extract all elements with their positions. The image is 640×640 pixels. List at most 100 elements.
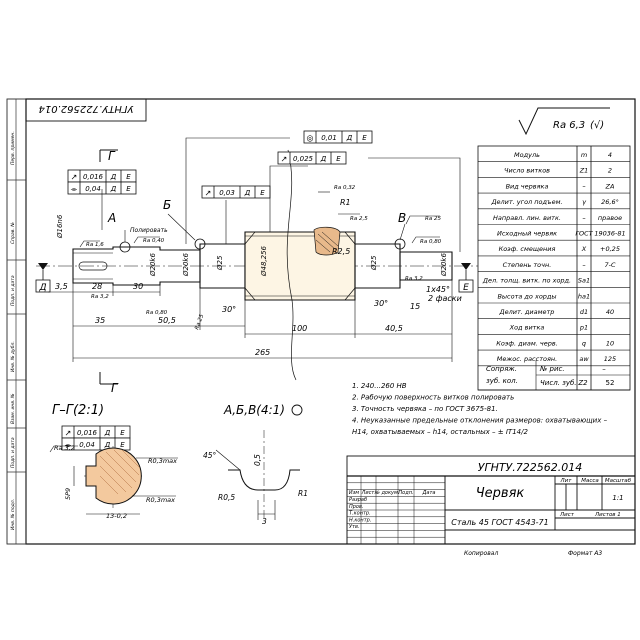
tolerance-value: 0,016 (83, 173, 104, 181)
tolerance-value: 0,04 (79, 441, 95, 449)
parameter-symbol: ГОСТ (575, 230, 593, 238)
technical-note: 2. Рабочую поверхность витков полировать (352, 394, 514, 402)
tolerance-base: Д (244, 189, 251, 197)
parameter-symbol: X (581, 245, 587, 253)
parameter-value: ZA (605, 182, 615, 190)
sec-13: 13-0,2 (106, 512, 127, 520)
parameter-name: Ход витка (509, 324, 545, 332)
parameter-name: Коэф. диам. черв. (496, 339, 557, 347)
dim-d20-2: Ø20k6 (182, 253, 190, 277)
dim-30: 30 (133, 282, 143, 291)
det-3: 3 (262, 517, 267, 526)
parameter-symbol: – (582, 261, 585, 269)
det-05: 0,5 (253, 454, 262, 466)
mating-block: Сопряж. зуб. кол. № рис. – Числ. зуб. Z2… (478, 360, 630, 391)
parameter-name: Высота до хорды (497, 292, 556, 300)
base-D: Д (35, 263, 51, 293)
parameter-name: Число витков (504, 167, 550, 175)
base-E: Е (458, 263, 474, 293)
title-block-header: Лист (361, 490, 376, 496)
svg-text:(√): (√) (590, 120, 604, 131)
parameter-symbol: Sa1 (578, 277, 590, 285)
svg-text:Z2: Z2 (577, 379, 588, 387)
tb-name: Червяк (476, 486, 525, 501)
parameter-name: Степень точн. (503, 261, 552, 269)
parameter-symbol: q (582, 339, 586, 347)
dim-d25-2: Ø25 (370, 255, 378, 271)
label-G-top: Г (108, 149, 116, 163)
title-block-role: Утв. (349, 524, 360, 530)
svg-text:Сопряж.: Сопряж. (486, 365, 517, 373)
technical-note: 3. Точность червяка – по ГОСТ 3675-81. (352, 405, 498, 413)
tb-format: Формат А3 (568, 550, 602, 557)
parameter-name: Вид червяка (506, 182, 549, 190)
tb-lit: Лит (560, 478, 573, 484)
tolerance-symbol: ⌯ (71, 185, 78, 194)
dim-3-5: 3,5 (55, 282, 68, 291)
ra-0-32: Ra 0,32 (334, 185, 356, 191)
label-G-bottom: Г (111, 381, 119, 395)
ra-0-80-right: Ra 0,80 (420, 239, 442, 245)
detail-view (215, 430, 300, 520)
parameter-value: 2 (608, 167, 612, 175)
title-block-role: Пров. (349, 504, 364, 510)
tolerance-symbol: ⌯ (65, 441, 72, 450)
det-r1: R1 (298, 489, 308, 498)
tolerance-symbol: ↗ (281, 155, 288, 164)
parameter-symbol: – (582, 214, 585, 222)
section-view (84, 446, 142, 508)
sec-r03-a: R0,3max (148, 457, 177, 465)
angle-30-left: 30° (222, 305, 236, 314)
title-block-role: Н.контр. (349, 517, 371, 523)
tolerance-base: Д (104, 429, 111, 437)
label-V: В (398, 211, 406, 225)
dim-d20-1: Ø20k6 (149, 253, 157, 277)
title-block-header: Подп. (398, 490, 413, 496)
tolerance-value: 0,025 (293, 155, 314, 163)
parameter-name: Делит. диаметр (499, 308, 555, 316)
parameter-name: Делит. угол подъем. (490, 198, 562, 206)
tolerance-base: Д (110, 185, 117, 193)
dim-d25-1: Ø25 (216, 255, 224, 271)
stamp-top: УГНТУ.722562.014 (38, 103, 133, 114)
svg-text:Числ. зуб.: Числ. зуб. (540, 379, 577, 387)
tolerance-base: Е (120, 441, 125, 449)
tolerance-base: Е (126, 185, 131, 193)
side-label: Подп. и дата (10, 437, 16, 468)
dim-100: 100 (292, 324, 307, 333)
tb-designation: УГНТУ.722562.014 (478, 461, 583, 474)
tb-material: Сталь 45 ГОСТ 4543-71 (451, 518, 548, 527)
dim-15: 15 (410, 302, 420, 311)
technical-note: H14, охватываемых – h14, остальных – ± I… (352, 428, 528, 436)
parameter-value: 10 (606, 339, 614, 347)
ra-0-80: Ra 0,80 (146, 310, 168, 316)
tolerance-symbol: ↗ (65, 429, 72, 438)
title-block-role: Разраб (349, 497, 367, 503)
main-view (36, 149, 478, 381)
radius-R2-5: R2,5 (332, 247, 350, 256)
tolerance-base: Д (320, 155, 327, 163)
parameter-symbol: γ (582, 198, 587, 206)
title-block-header: Дата (422, 490, 436, 496)
label-B: Б (163, 198, 171, 212)
parameter-row: Вид червяка–ZA (506, 182, 615, 190)
detail-title: А,Б,В(4:1) (223, 403, 285, 417)
dim-265: 265 (255, 348, 270, 357)
tolerance-base: Д (104, 441, 111, 449)
side-label: Взам. инв. № (10, 393, 16, 424)
tolerance-value: 0,01 (321, 134, 337, 142)
parameter-value: 125 (604, 355, 616, 363)
dim-d16: Ø16n6 (56, 214, 64, 239)
parameter-row: Направл. лин. витк.–правое (493, 214, 622, 222)
dim-chamfer: 1х45° (426, 285, 450, 294)
label-A: А (107, 211, 116, 225)
side-label: Подп. и дата (10, 275, 16, 306)
side-label: Перв. примен. (10, 131, 16, 165)
